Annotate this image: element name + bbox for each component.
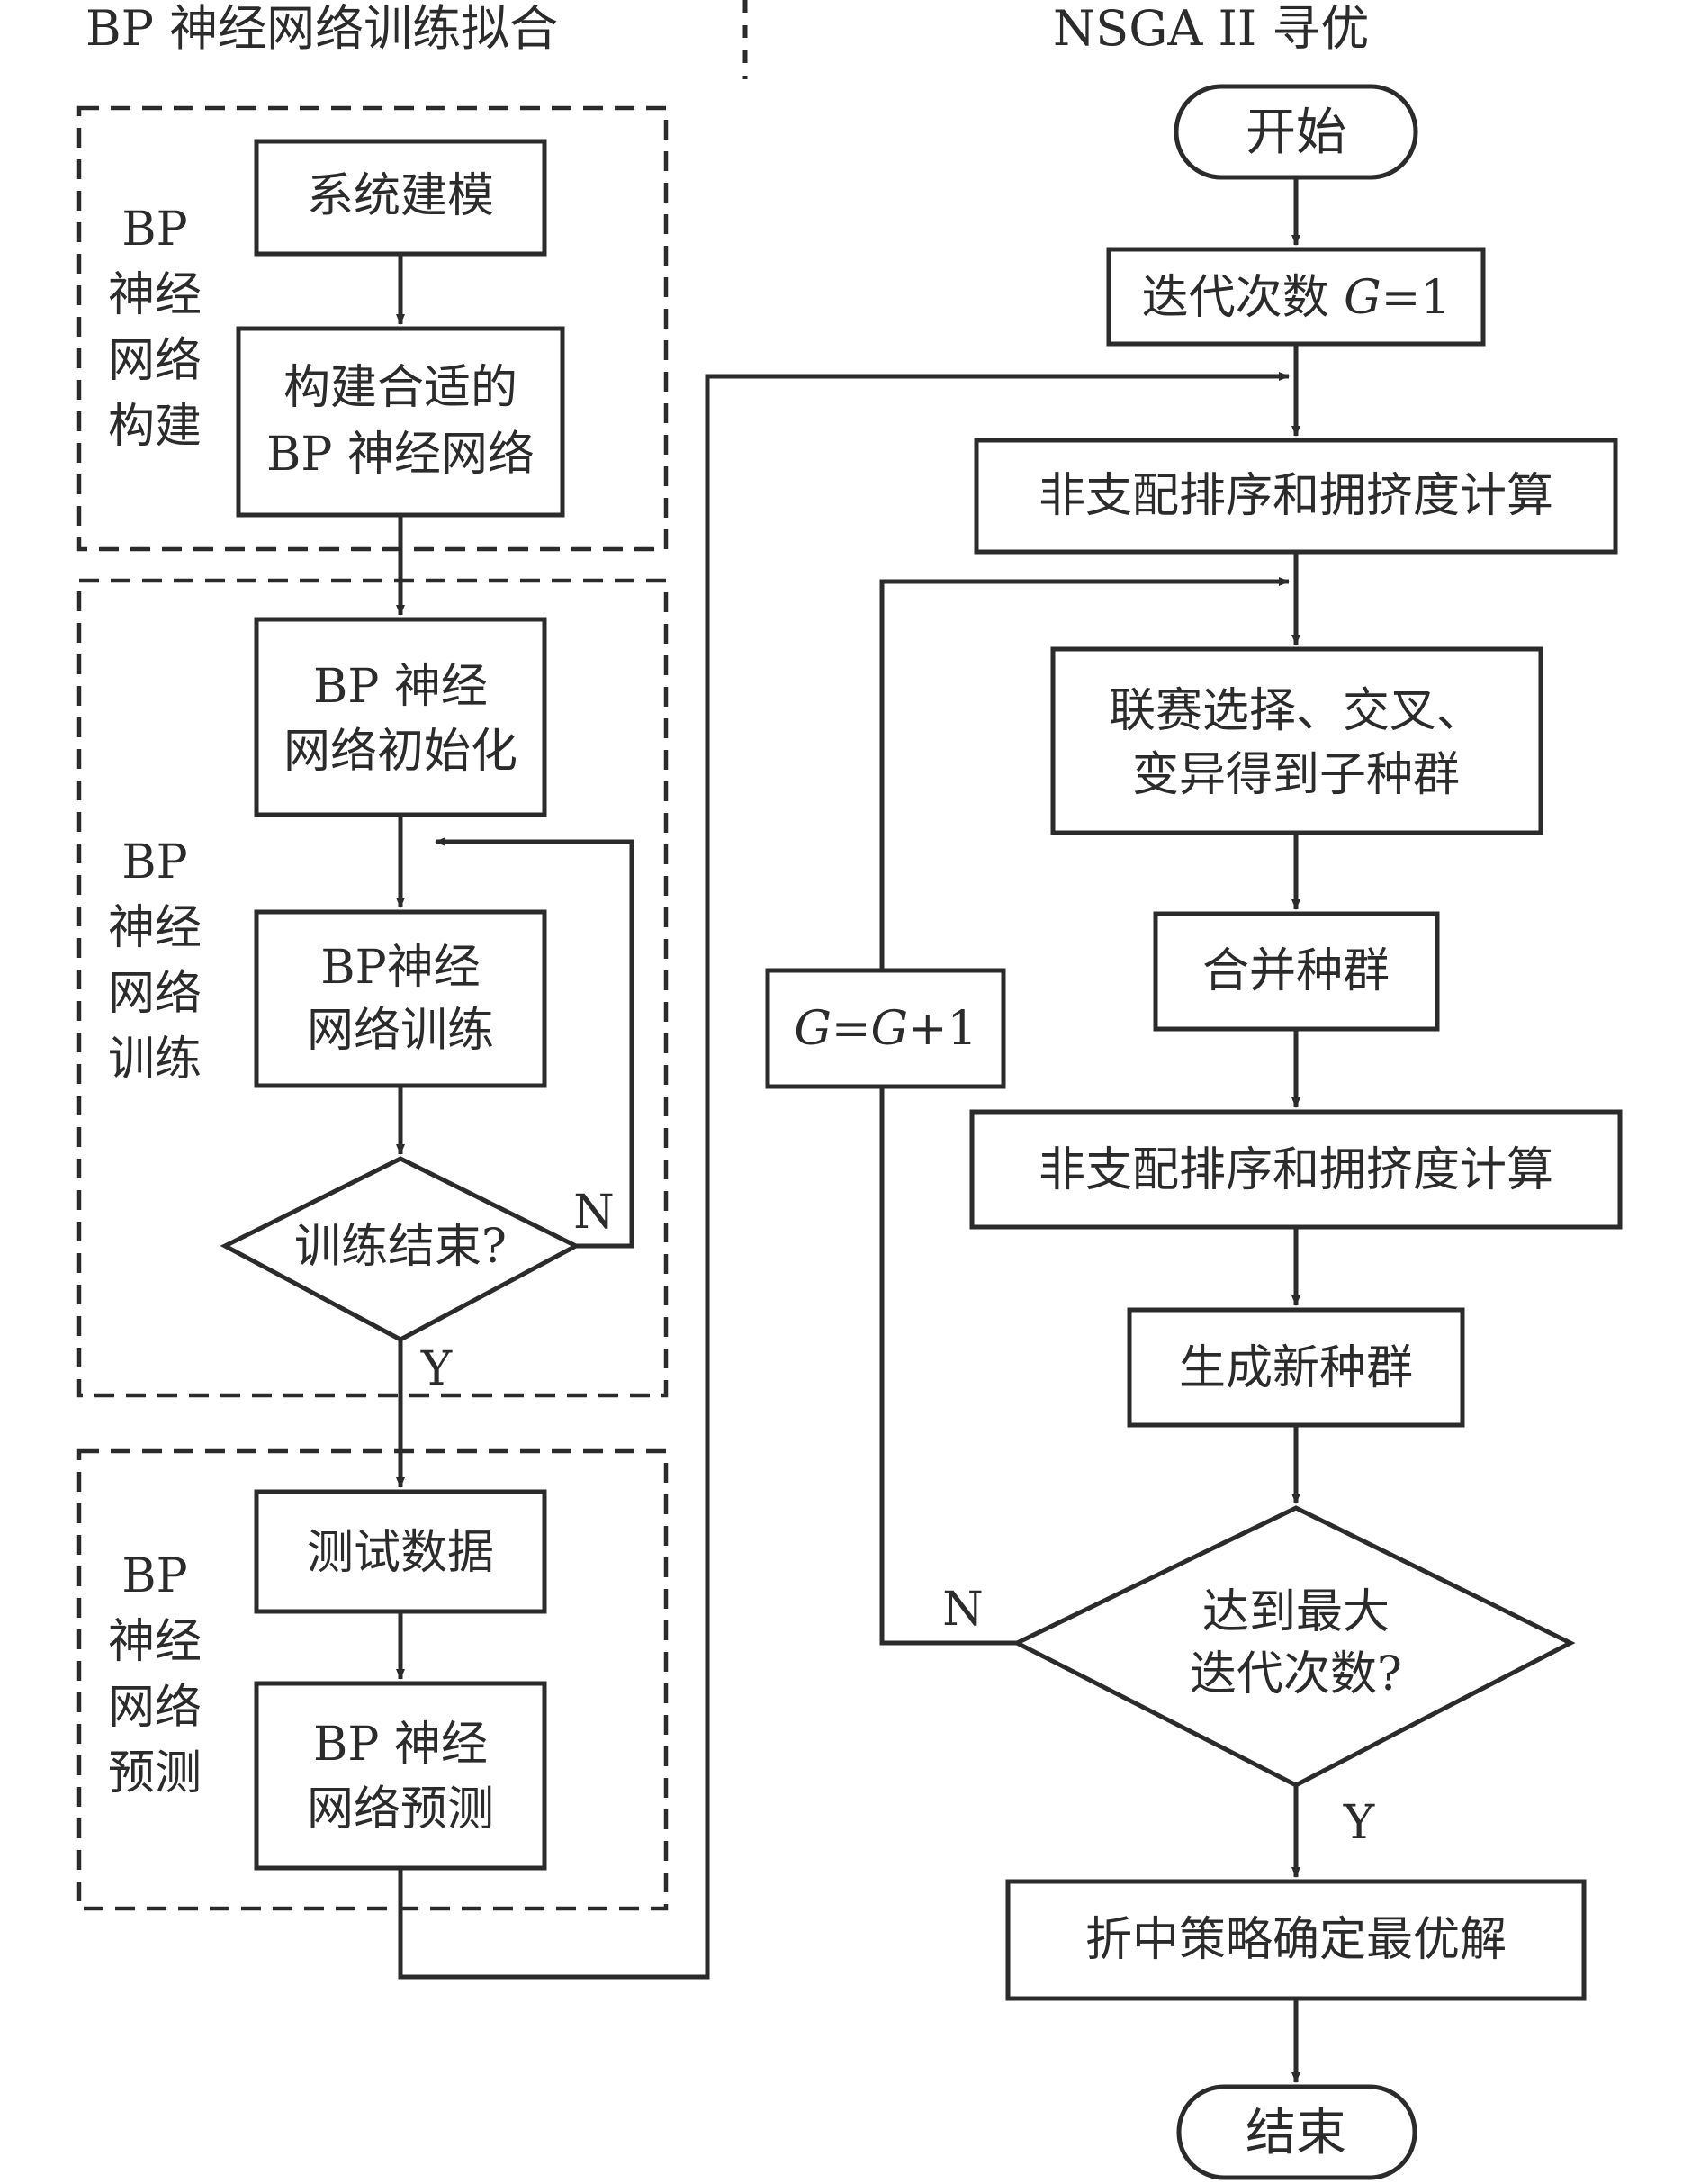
node-test-data-label: 测试数据: [307, 1526, 494, 1580]
node-network-init-line2: 网络初始化: [284, 725, 518, 779]
node-select-crossover: [1050, 646, 1544, 835]
left-section-header: BP 神经网络训练拟合: [86, 0, 558, 57]
group-box-predict: [76, 1448, 669, 1911]
node-network-predict-line2: 网络预测: [307, 1782, 494, 1837]
svg-text:神经: 神经: [108, 268, 202, 322]
node-new-population-label: 生成新种群: [1179, 1341, 1413, 1395]
edge-label-max-yes: Y: [1343, 1796, 1375, 1850]
group-label-train: BP 神经 网络 训练: [108, 835, 202, 1087]
terminal-end-label: 结束: [1246, 2104, 1346, 2162]
node-merge-population-label: 合并种群: [1202, 944, 1390, 998]
svg-text:网络: 网络: [108, 967, 202, 1021]
edge-label-train-yes: Y: [420, 1342, 453, 1396]
node-construct-network: [236, 326, 565, 518]
node-construct-network-line2: BP 神经网络: [266, 428, 535, 482]
node-merge-population: [1153, 911, 1440, 1032]
node-compromise-solution: [1005, 1879, 1587, 2001]
group-box-train: [76, 578, 669, 1398]
node-sort-crowding-2: [969, 1109, 1623, 1230]
svg-text:构建: 构建: [108, 400, 202, 454]
node-network-predict-line1: BP 神经: [313, 1718, 488, 1772]
node-sort-crowding-2-label: 非支配排序和拥挤度计算: [1039, 1143, 1553, 1197]
node-select-crossover-line1: 联赛选择、交叉、: [1109, 684, 1483, 738]
node-network-init-line1: BP 神经: [313, 660, 488, 714]
svg-text:神经: 神经: [108, 1615, 202, 1669]
decision-max-iterations-line2: 迭代次数?: [1190, 1647, 1402, 1701]
group-box-build: [76, 105, 669, 552]
svg-text:网络: 网络: [108, 334, 202, 388]
edge-predict-to-nsga: [398, 372, 1290, 1980]
svg-text:BP: BP: [122, 835, 187, 889]
node-sort-crowding-1-label: 非支配排序和拥挤度计算: [1039, 469, 1553, 523]
svg-text:神经: 神经: [108, 901, 202, 955]
node-network-train: [254, 909, 547, 1088]
svg-text:训练: 训练: [108, 1033, 202, 1087]
right-section-header: NSGA II 寻优: [1053, 0, 1369, 57]
node-new-population: [1127, 1307, 1465, 1428]
node-iter-init: [1106, 247, 1486, 347]
node-network-init: [254, 617, 547, 817]
node-test-data: [254, 1489, 547, 1614]
decision-train-done: [220, 1156, 581, 1342]
node-system-modeling: [254, 139, 547, 257]
node-network-predict: [254, 1681, 547, 1871]
node-select-crossover-line2: 变异得到子种群: [1132, 748, 1460, 802]
edge-decision-no: [879, 1087, 1017, 1646]
decision-train-done-label: 训练结束?: [294, 1220, 507, 1274]
svg-text:网络: 网络: [108, 1681, 202, 1735]
decision-max-iterations: [1012, 1505, 1576, 1788]
decision-max-iterations-line1: 达到最大: [1202, 1585, 1390, 1639]
node-compromise-solution-label: 折中策略确定最优解: [1085, 1913, 1507, 1967]
edge-decision-no-loop: [435, 837, 634, 1249]
node-network-train-line1: BP神经: [320, 941, 480, 995]
group-label-build: BP 神经 网络 构建: [108, 203, 202, 454]
node-system-modeling-label: 系统建模: [307, 169, 494, 223]
terminal-end: [1176, 2084, 1418, 2180]
node-increment-generation: [765, 968, 1006, 1089]
svg-text:BP: BP: [122, 203, 187, 257]
svg-text:BP: BP: [122, 1549, 187, 1603]
edge-label-max-no: N: [942, 1583, 984, 1637]
node-sort-crowding-1: [974, 438, 1618, 555]
node-increment-generation-label: G=G+1: [794, 1002, 976, 1056]
svg-text:预测: 预测: [108, 1746, 202, 1800]
terminal-start-label: 开始: [1246, 104, 1346, 162]
edge-increment-loop: [879, 577, 1290, 970]
node-construct-network-line1: 构建合适的: [284, 361, 518, 415]
group-label-predict: BP 神经 网络 预测: [108, 1549, 202, 1800]
node-network-train-line2: 网络训练: [307, 1004, 494, 1058]
edge-label-train-no: N: [573, 1186, 615, 1240]
terminal-start: [1174, 84, 1418, 180]
node-iter-init-label: 迭代次数 G=1: [1142, 271, 1451, 325]
